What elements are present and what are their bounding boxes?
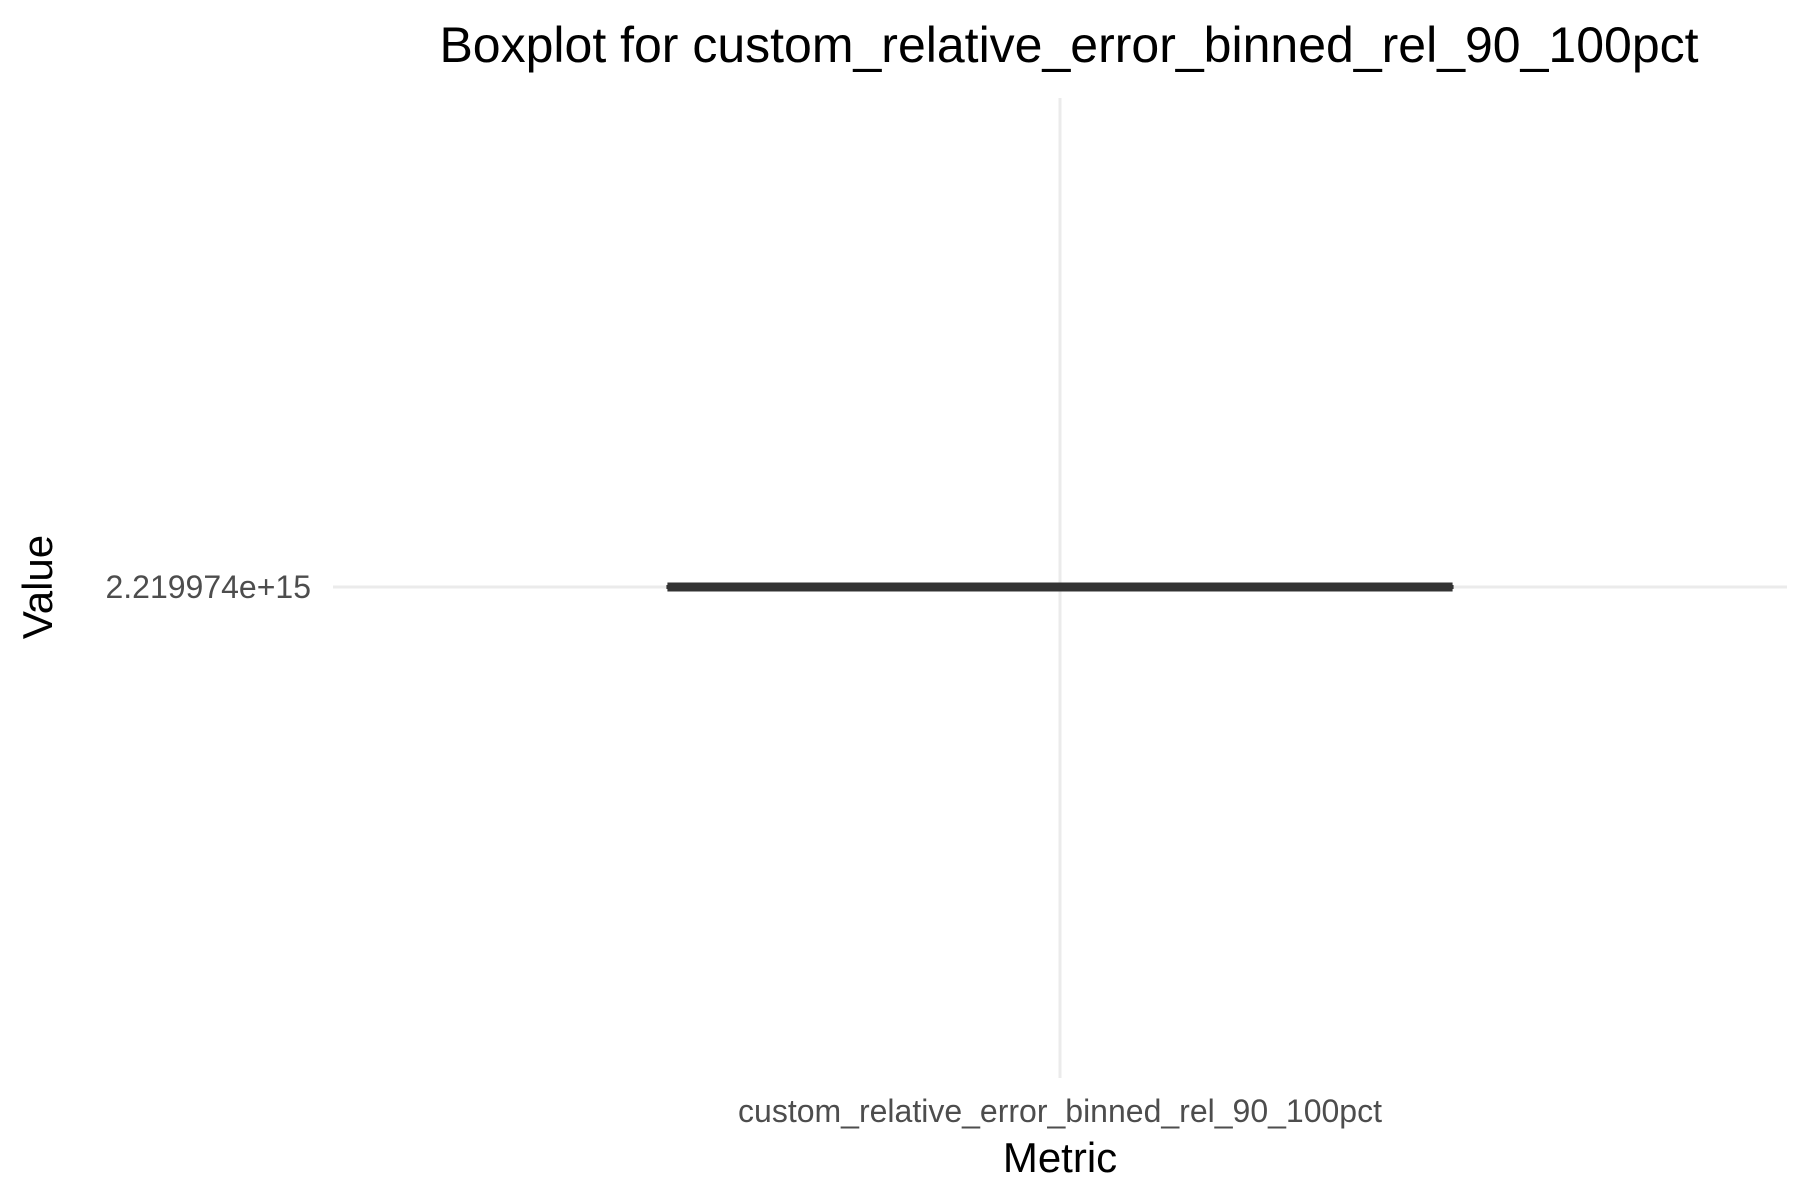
tick-labels: 2.219974e+15 custom_relative_error_binned… <box>105 569 1382 1129</box>
y-tick-label: 2.219974e+15 <box>105 569 311 605</box>
x-tick-label: custom_relative_error_binned_rel_90_100p… <box>738 1093 1382 1129</box>
box <box>666 582 1454 592</box>
boxes <box>666 582 1454 592</box>
chart-title: Boxplot for custom_relative_error_binned… <box>439 17 1698 73</box>
x-axis-title: Metric <box>1003 1134 1117 1181</box>
y-axis-title: Value <box>14 535 61 639</box>
